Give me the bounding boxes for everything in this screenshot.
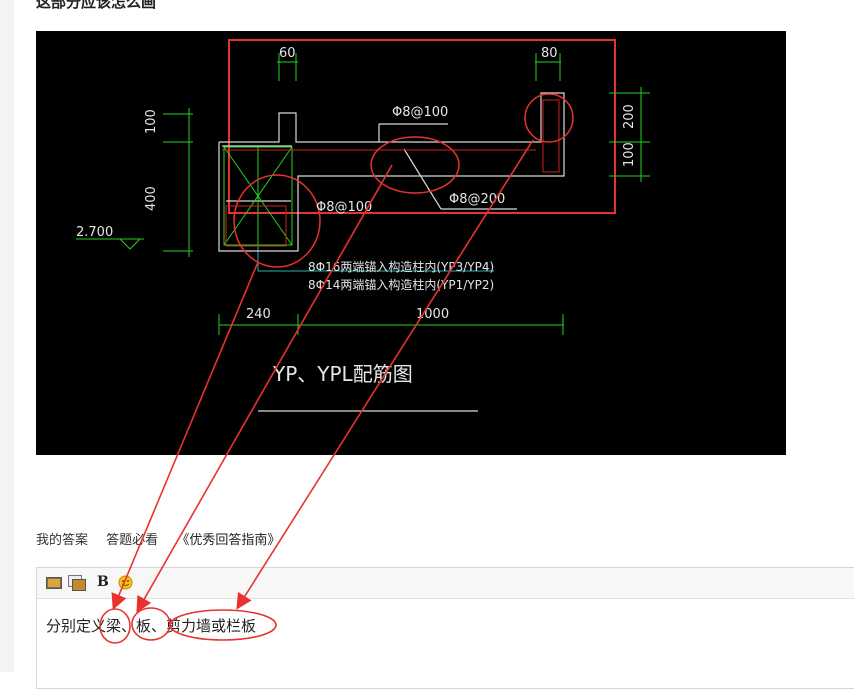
dim-80-label: 80 bbox=[541, 46, 558, 61]
must-read-label: 答题必看 bbox=[106, 533, 159, 548]
rebar-top-label: Φ8@100 bbox=[392, 105, 448, 120]
answer-editor[interactable]: B 分别定义梁、板、剪力墙或栏板 bbox=[36, 567, 854, 689]
cad-drawing: 60 80 Φ8@100 Φ8@100 Φ8@200 2.700 8Φ16两端锚… bbox=[76, 39, 650, 412]
dim-60-label: 60 bbox=[279, 46, 296, 61]
answer-guide-link[interactable]: 《优秀回答指南》 bbox=[176, 533, 281, 548]
rebar-diag-label: Φ8@200 bbox=[449, 192, 505, 207]
dim-400-label: 400 bbox=[144, 186, 159, 211]
emoji-icon[interactable] bbox=[118, 575, 133, 594]
editor-content[interactable]: 分别定义梁、板、剪力墙或栏板 bbox=[46, 617, 257, 635]
bold-button[interactable]: B bbox=[97, 574, 109, 590]
left-margin-strip bbox=[0, 0, 14, 672]
dim-100-top-label: 100 bbox=[144, 109, 159, 134]
level-label: 2.700 bbox=[76, 225, 113, 240]
cad-drawing-image: 60 80 Φ8@100 Φ8@100 Φ8@200 2.700 8Φ16两端锚… bbox=[36, 31, 786, 455]
insert-image-icon[interactable] bbox=[46, 575, 62, 594]
dim-100-right-label: 100 bbox=[622, 142, 637, 167]
my-answer-label: 我的答案 bbox=[36, 533, 89, 548]
dim-240-label: 240 bbox=[246, 307, 271, 322]
answer-bar: 我的答案 答题必看 《优秀回答指南》 bbox=[36, 529, 280, 548]
editor-toolbar: B bbox=[37, 568, 854, 599]
dim-1000-label: 1000 bbox=[416, 307, 449, 322]
dim-200-label: 200 bbox=[622, 104, 637, 129]
note-1: 8Φ16两端锚入构造柱内(YP3/YP4) bbox=[308, 259, 494, 274]
insert-picture-icon[interactable] bbox=[68, 575, 86, 595]
rebar-left-label: Φ8@100 bbox=[316, 200, 372, 215]
question-title: 这部分应该怎么画 bbox=[36, 0, 157, 11]
drawing-title: YP、YPL配筋图 bbox=[272, 362, 413, 386]
note-2: 8Φ14两端锚入构造柱内(YP1/YP2) bbox=[308, 277, 494, 292]
red-highlight-rectangle bbox=[228, 39, 616, 214]
